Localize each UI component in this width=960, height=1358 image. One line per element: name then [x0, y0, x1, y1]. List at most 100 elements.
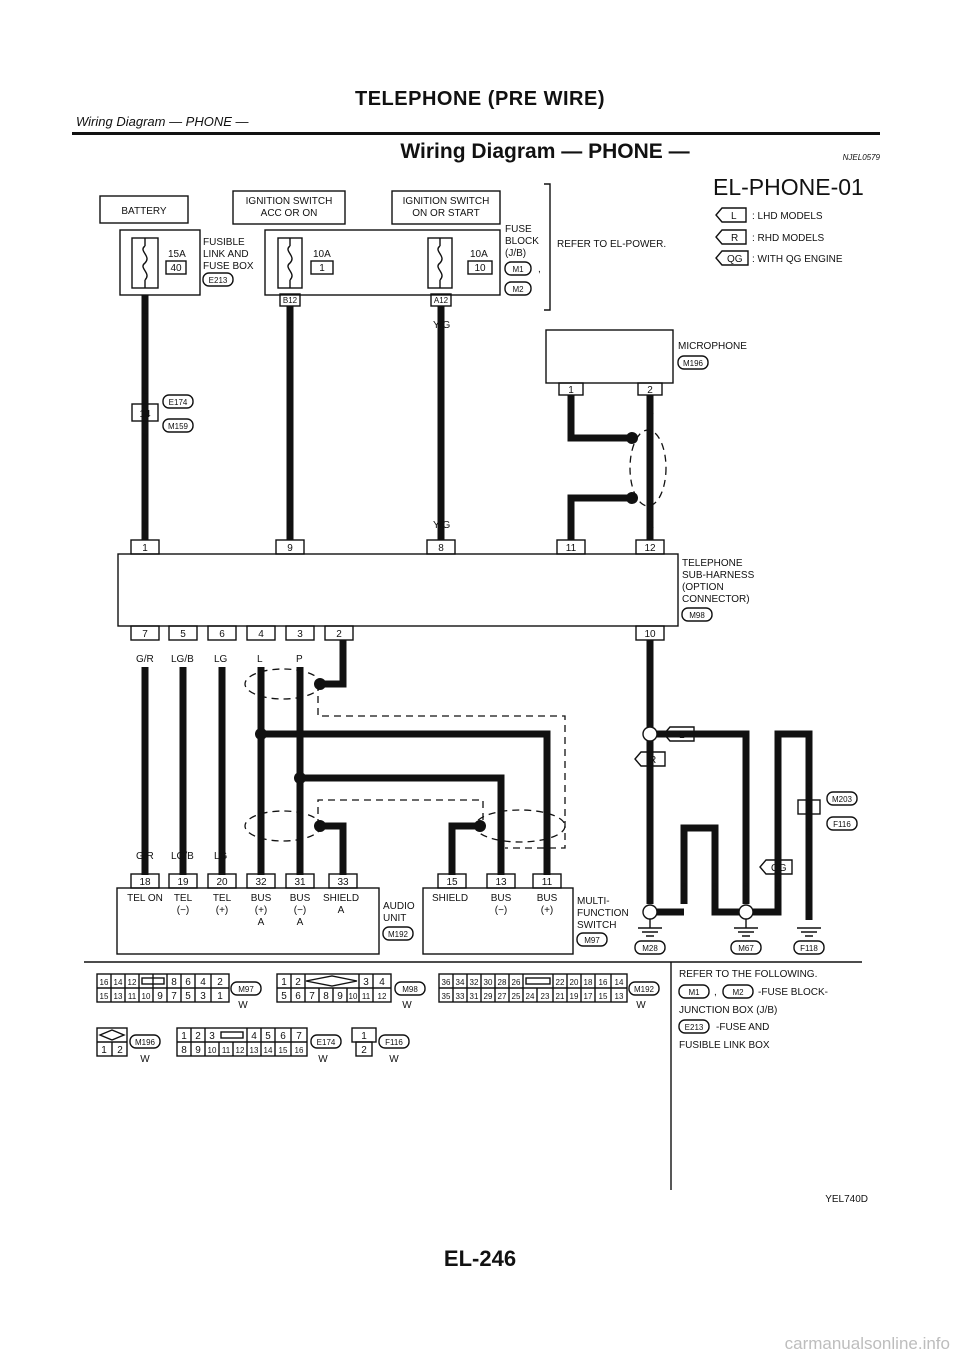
svg-text:W: W — [238, 1000, 248, 1011]
legend-text-r: : RHD MODELS — [752, 233, 825, 244]
svg-text:M97: M97 — [238, 985, 254, 994]
legend-badge-qg — [715, 250, 749, 266]
svg-text:E213: E213 — [685, 1023, 704, 1032]
svg-text:36: 36 — [442, 978, 451, 987]
conn-m28: M28 — [642, 944, 658, 953]
svg-text:4: 4 — [258, 629, 264, 640]
svg-text:33: 33 — [337, 877, 349, 888]
power-bracket — [544, 183, 551, 311]
refer-power: REFER TO EL-POWER. — [557, 239, 666, 250]
svg-text:16: 16 — [100, 978, 109, 987]
svg-text:14: 14 — [139, 409, 151, 420]
svg-text:LG/B: LG/B — [171, 654, 194, 665]
wire-mic-1-a — [567, 395, 632, 442]
svg-text:TELEPHONE: TELEPHONE — [682, 558, 743, 569]
svg-text:16: 16 — [295, 1046, 304, 1055]
svg-text:12: 12 — [644, 543, 656, 554]
svg-text:1: 1 — [217, 991, 223, 1002]
conn-m196: M196 — [683, 359, 704, 368]
svg-text:31: 31 — [470, 992, 479, 1001]
svg-text:P: P — [296, 851, 303, 862]
wire-b-2 — [680, 824, 740, 916]
svg-text:B: B — [680, 882, 687, 893]
diagram-code: EL-PHONE-01 — [713, 174, 864, 200]
svg-text:M2: M2 — [732, 988, 744, 997]
svg-text:(−): (−) — [495, 905, 508, 916]
svg-text:L: L — [543, 851, 549, 862]
svg-text:TEL ON: TEL ON — [127, 893, 163, 904]
battery-box — [99, 195, 189, 224]
svg-text:1: 1 — [568, 385, 574, 396]
legend-text-qg: : WITH QG ENGINE — [752, 254, 843, 265]
conn-m2: M2 — [512, 285, 524, 294]
svg-text:P: P — [287, 320, 294, 331]
svg-text:8: 8 — [171, 977, 177, 988]
ref-code: NJEL0579 — [843, 153, 881, 162]
svg-text:11: 11 — [542, 877, 553, 888]
svg-text:P: P — [497, 851, 504, 862]
svg-text:Y/G: Y/G — [433, 520, 450, 531]
svg-text:SWITCH: SWITCH — [577, 920, 616, 931]
svg-text:MULTI-: MULTI- — [577, 896, 610, 907]
legend-badge-r — [715, 229, 747, 245]
svg-text:5: 5 — [265, 1031, 271, 1042]
conn-m1: M1 — [512, 265, 524, 274]
svg-text:1: 1 — [361, 1031, 367, 1042]
connector-face-e174: 1 2 3 4 5 6 7 8 9 10 11 12 13 14 15 16 E… — [176, 1027, 342, 1065]
svg-text:M196: M196 — [135, 1038, 156, 1047]
connector-face-m97: 16 14 12 8 6 4 2 15 13 11 10 9 7 5 3 1 M… — [96, 973, 262, 1011]
svg-text:14: 14 — [615, 978, 624, 987]
svg-text:18: 18 — [139, 877, 151, 888]
microphone-label: MICROPHONE — [678, 341, 747, 352]
svg-text:W: W — [140, 1054, 150, 1065]
svg-text:12: 12 — [128, 978, 137, 987]
svg-text:28: 28 — [498, 978, 507, 987]
wire-pin2 — [320, 640, 347, 688]
svg-text:FUSIBLE LINK BOX: FUSIBLE LINK BOX — [679, 1040, 770, 1051]
svg-text:29: 29 — [484, 992, 493, 1001]
svg-text:7: 7 — [142, 629, 148, 640]
svg-text:B: B — [711, 882, 718, 893]
svg-text:R: R — [647, 520, 654, 531]
legend: L : LHD MODELS R : RHD MODELS QG : WITH … — [715, 207, 843, 266]
svg-text:24: 24 — [526, 992, 535, 1001]
svg-text:L: L — [679, 730, 685, 741]
svg-text:W: W — [402, 1000, 412, 1011]
fuse-block-label-2: BLOCK — [505, 236, 539, 247]
svg-text:9: 9 — [337, 991, 343, 1002]
svg-text:12: 12 — [236, 1046, 245, 1055]
svg-text:SHIELD: SHIELD — [323, 893, 359, 904]
svg-text:-FUSE BLOCK-: -FUSE BLOCK- — [758, 987, 828, 998]
svg-text:W: W — [636, 1000, 646, 1011]
svg-text:11: 11 — [128, 992, 137, 1001]
svg-text:10: 10 — [208, 1046, 217, 1055]
svg-text:35: 35 — [442, 992, 451, 1001]
svg-text:LG: LG — [214, 654, 228, 665]
telephone-subharness-box — [117, 553, 679, 627]
svg-text:6: 6 — [295, 991, 301, 1002]
fusible-label-2: LINK AND — [203, 249, 249, 260]
svg-text:13: 13 — [615, 992, 624, 1001]
svg-text:10: 10 — [349, 992, 358, 1001]
figure-code: YEL740D — [825, 1194, 868, 1205]
svg-text:Y: Y — [142, 520, 149, 531]
header-rule — [72, 132, 880, 135]
svg-text:25: 25 — [512, 992, 521, 1001]
svg-text:9: 9 — [157, 991, 163, 1002]
svg-text:27: 27 — [498, 992, 507, 1001]
svg-text:34: 34 — [456, 978, 465, 987]
svg-text:4: 4 — [379, 977, 385, 988]
page-number: EL-246 — [443, 1246, 517, 1271]
svg-text:13: 13 — [114, 992, 123, 1001]
svg-text:W: W — [389, 1054, 399, 1065]
legend-text-l: : LHD MODELS — [752, 211, 823, 222]
svg-text:A: A — [338, 905, 345, 916]
svg-text:B: B — [646, 882, 653, 893]
svg-text:5: 5 — [281, 991, 287, 1002]
conn-m98: M98 — [689, 611, 705, 620]
svg-text:11: 11 — [222, 1046, 231, 1055]
ign-acc-box — [232, 190, 346, 225]
svg-text:LG: LG — [214, 851, 228, 862]
svg-text:A: A — [297, 917, 304, 928]
